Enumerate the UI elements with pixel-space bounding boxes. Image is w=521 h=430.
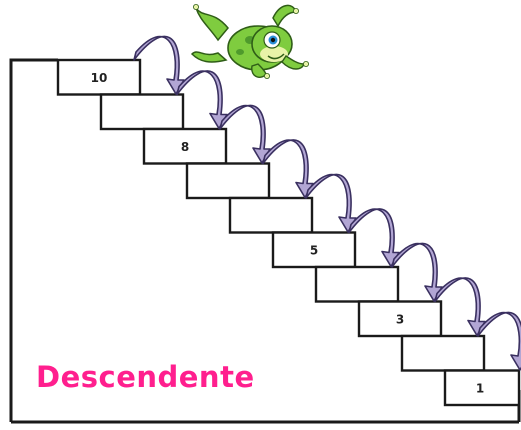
stair-step-block xyxy=(400,334,486,372)
stair-step: 1 xyxy=(443,369,521,407)
step-number: 8 xyxy=(181,140,189,154)
stair-step xyxy=(185,162,271,200)
stair-step-block xyxy=(357,300,443,338)
stair-step xyxy=(99,93,185,131)
arrows-group xyxy=(133,35,521,371)
stair-step-block xyxy=(314,265,400,303)
stair-step-block xyxy=(185,162,271,200)
step-number: 3 xyxy=(396,312,404,326)
stair-step-block xyxy=(142,127,228,165)
stairs-group: 10 8 5 3 1 xyxy=(56,58,521,407)
stair-step: 5 xyxy=(271,231,357,269)
curved-arrow-icon xyxy=(133,35,185,95)
page-title: Descendente xyxy=(36,360,255,394)
stair-step-block xyxy=(56,58,142,96)
stair-step-block xyxy=(99,93,185,131)
stair-step: 10 xyxy=(56,58,142,96)
step-number: 5 xyxy=(310,243,318,257)
stair-step-block xyxy=(443,369,521,407)
curved-arrow-icon xyxy=(477,311,521,371)
stair-step xyxy=(228,196,314,234)
step-number: 10 xyxy=(91,71,108,85)
stair-step: 8 xyxy=(142,127,228,165)
stair-step xyxy=(314,265,400,303)
stair-step xyxy=(400,334,486,372)
frog-icon xyxy=(190,4,310,79)
stair-step: 3 xyxy=(357,300,443,338)
step-number: 1 xyxy=(476,381,484,395)
staircase-frame xyxy=(9,58,58,422)
stair-step-block xyxy=(271,231,357,269)
stair-step-block xyxy=(228,196,314,234)
